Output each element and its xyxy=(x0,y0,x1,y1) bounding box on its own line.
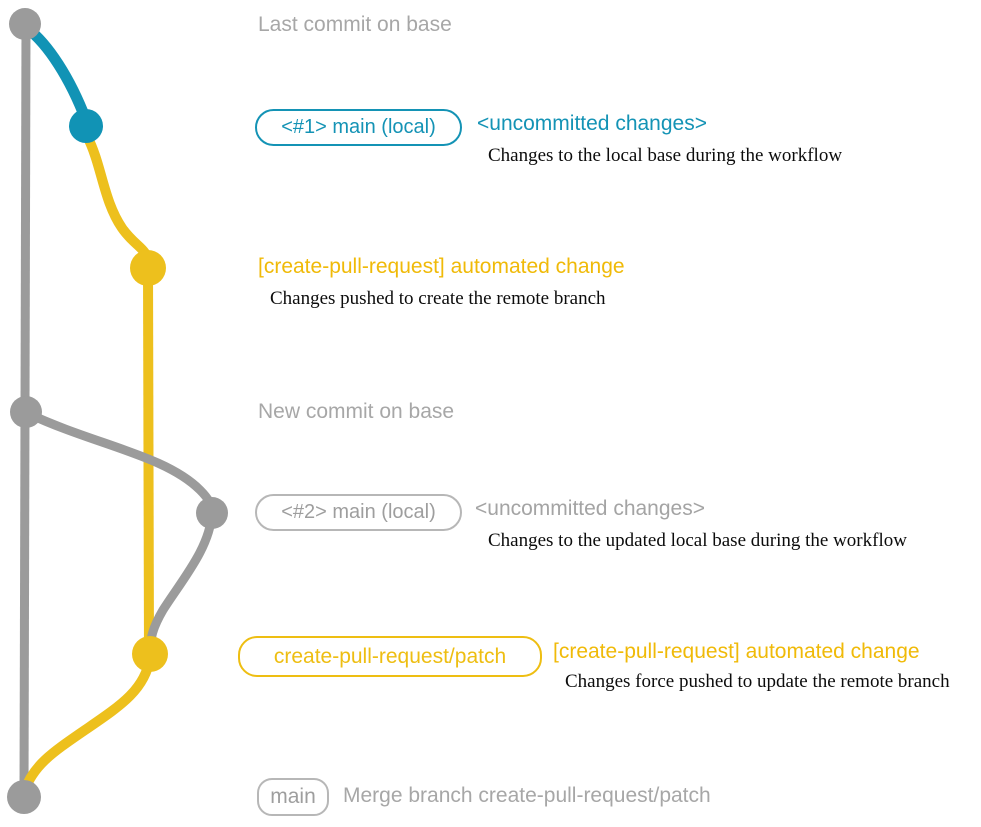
local-main-branch-line-1 xyxy=(21,22,92,126)
branch-badge-patch: create-pull-request/patch xyxy=(238,636,542,677)
uncommitted-changes-label-2: <uncommitted changes> xyxy=(475,497,705,520)
commit-dot-main-local-2 xyxy=(196,497,228,529)
commit-dot-patch-1 xyxy=(130,250,166,286)
automated-change-label-2: [create-pull-request] automated change xyxy=(553,640,920,663)
description-force-push-update-branch: Changes force pushed to update the remot… xyxy=(565,671,950,692)
patch-branch-line-lower xyxy=(19,653,155,797)
commit-dot-patch-2 xyxy=(132,636,168,672)
description-push-create-branch: Changes pushed to create the remote bran… xyxy=(270,288,606,309)
caption-last-commit-on-base: Last commit on base xyxy=(258,13,452,36)
branch-badge-main-local-2: <#2> main (local) xyxy=(255,494,462,531)
merge-branch-label: Merge branch create-pull-request/patch xyxy=(343,784,711,807)
commit-dot-last-base xyxy=(9,8,41,40)
commit-dot-main-local-1 xyxy=(69,109,103,143)
description-local-base-changes: Changes to the local base during the wor… xyxy=(488,145,843,166)
commit-dot-new-base xyxy=(10,396,42,428)
caption-new-commit-on-base: New commit on base xyxy=(258,400,455,423)
description-updated-local-base-changes: Changes to the updated local base during… xyxy=(488,530,907,551)
uncommitted-changes-label-1: <uncommitted changes> xyxy=(477,112,707,135)
local-main-branch-line-2 xyxy=(22,408,217,659)
patch-branch-line-upper xyxy=(82,131,153,269)
branch-badge-main: main xyxy=(257,778,329,816)
branch-badge-main-local-1: <#1> main (local) xyxy=(255,109,462,146)
commit-dot-merge-base xyxy=(7,780,41,814)
automated-change-label-1: [create-pull-request] automated change xyxy=(258,255,625,278)
